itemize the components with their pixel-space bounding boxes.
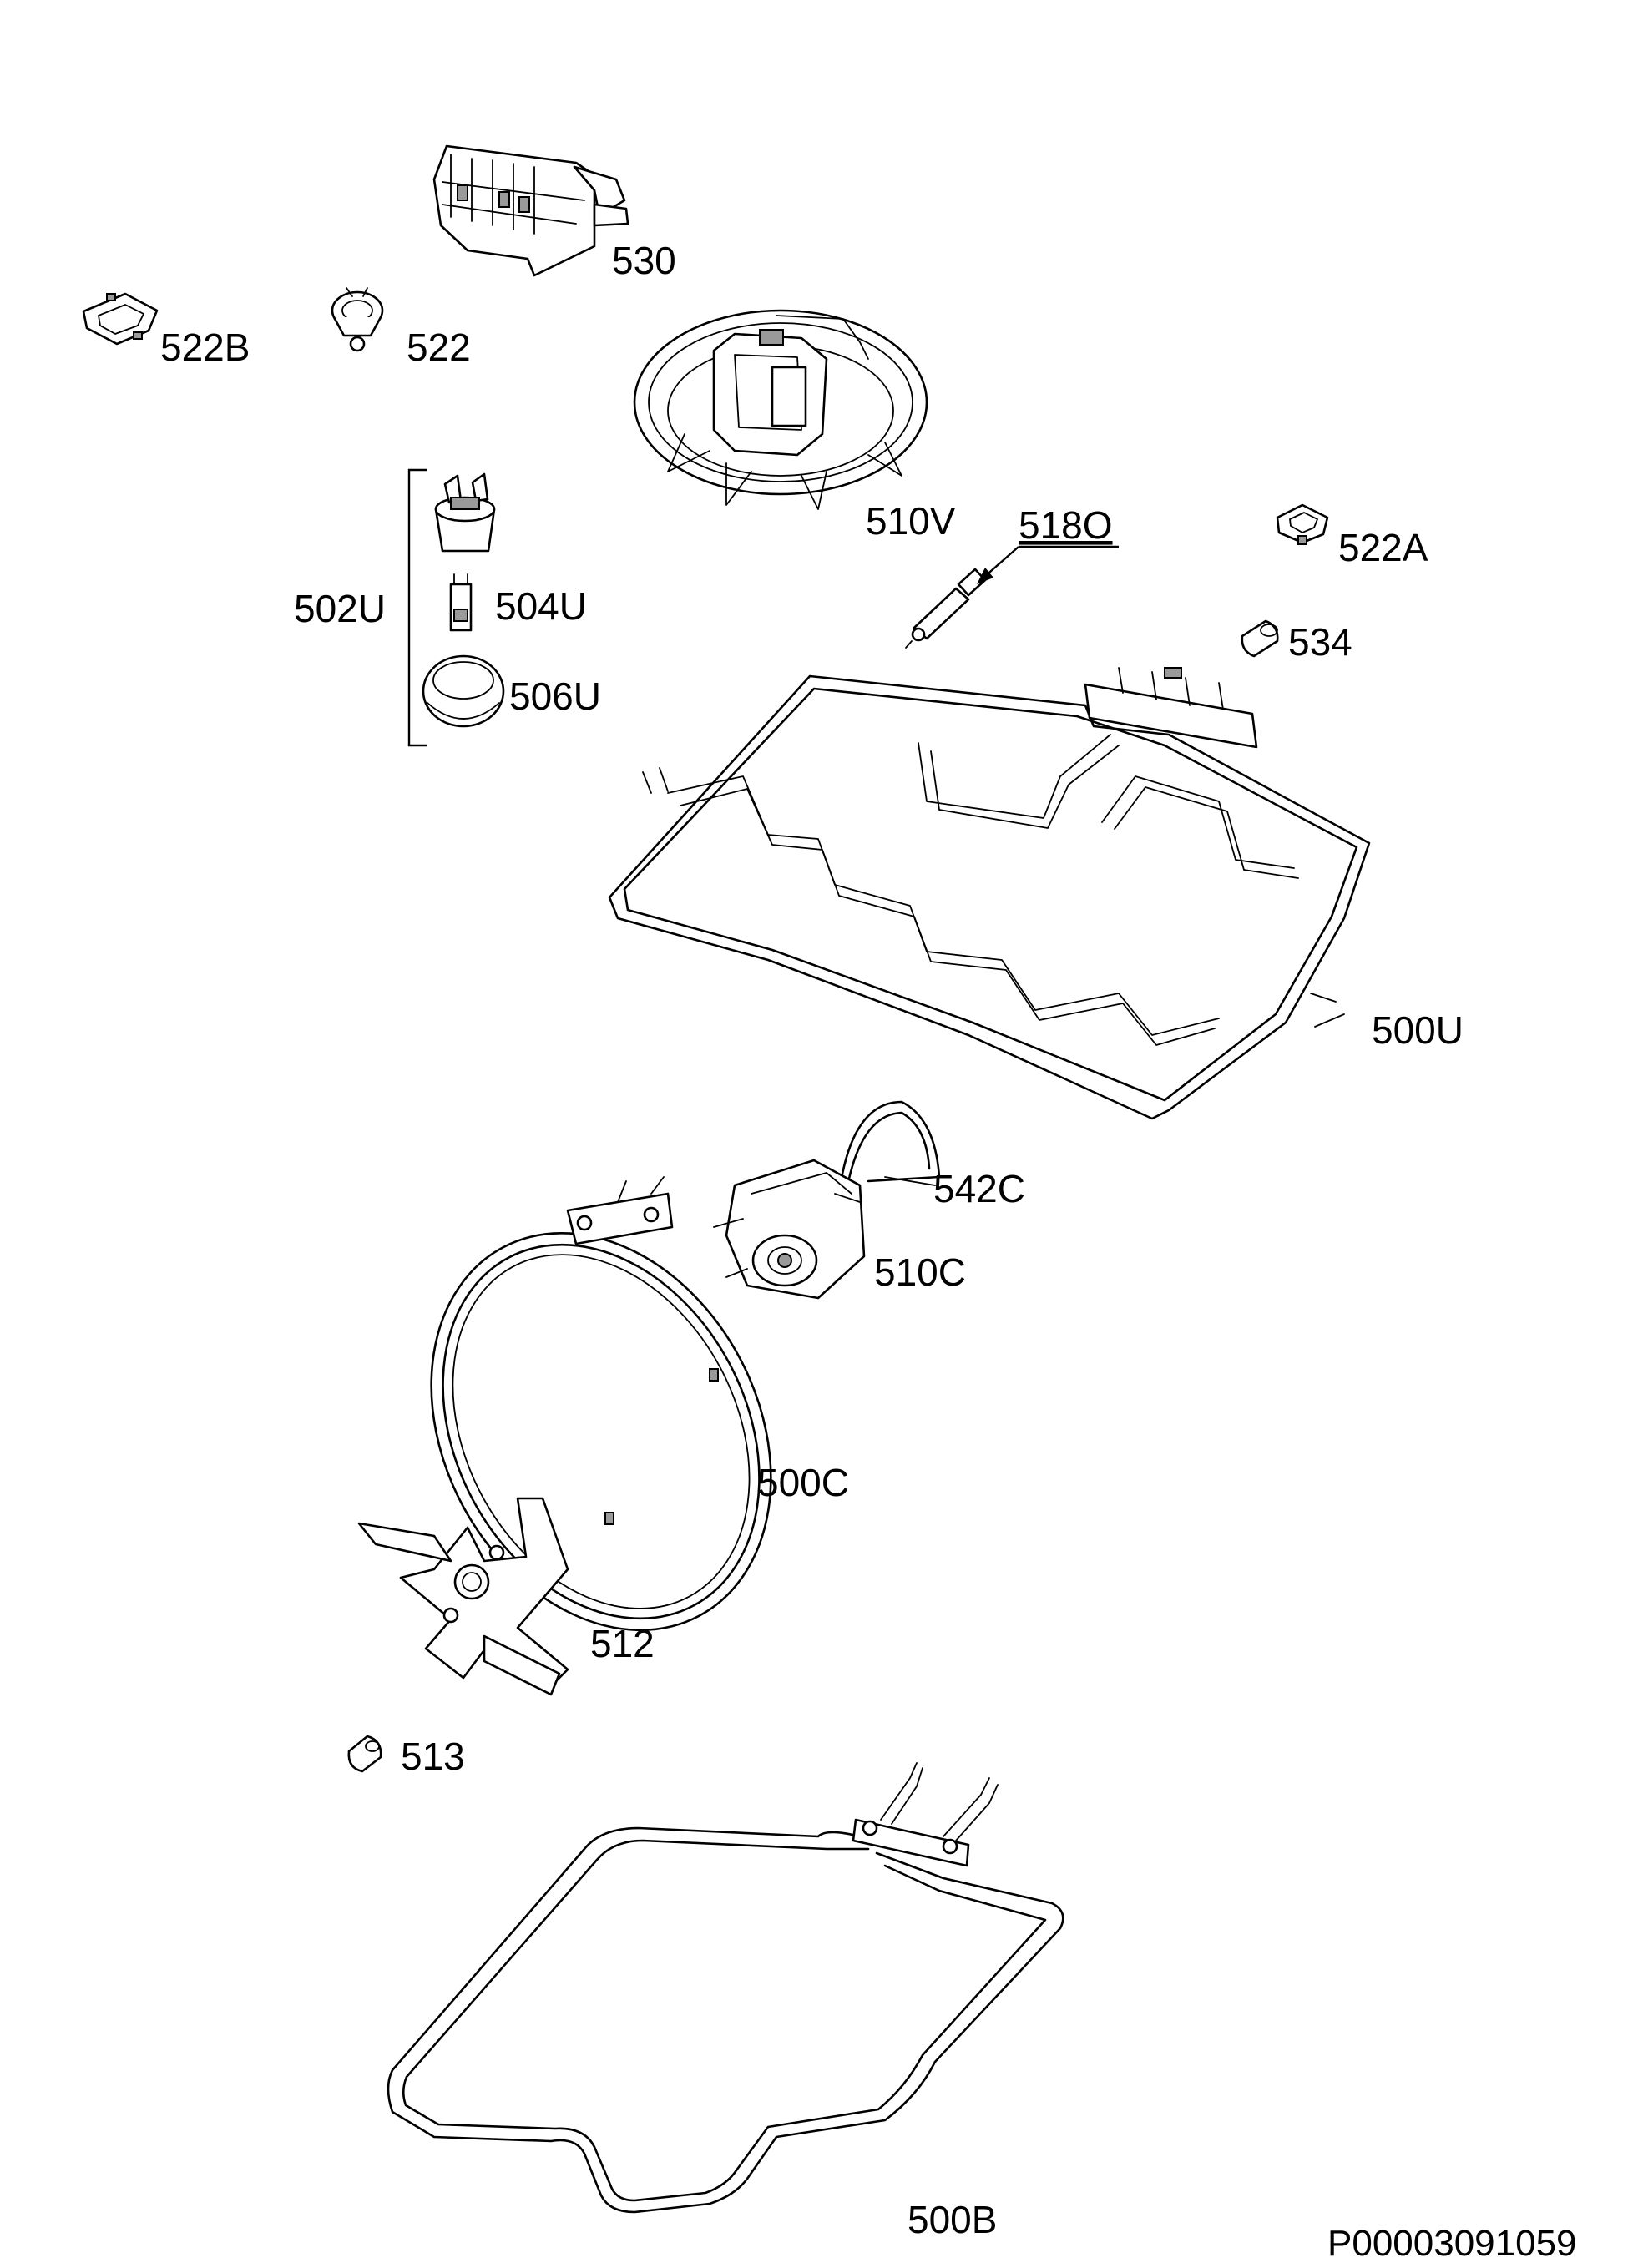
label-502u: 502U xyxy=(294,587,386,630)
label-500c: 500C xyxy=(757,1461,849,1504)
label-506u: 506U xyxy=(509,674,601,718)
label-522a: 522A xyxy=(1338,526,1428,569)
label-542c: 542C xyxy=(933,1167,1025,1210)
label-500u: 500U xyxy=(1372,1008,1464,1052)
label-512: 512 xyxy=(590,1622,655,1665)
part-500c-circular-element xyxy=(430,1176,772,1632)
part-522a-clip xyxy=(1276,503,1329,545)
part-510v-fan-motor xyxy=(633,309,928,510)
label-510v: 510V xyxy=(866,499,956,543)
part-530-terminal-block xyxy=(432,144,629,277)
label-500b: 500B xyxy=(908,2198,997,2241)
part-522b-clip xyxy=(82,292,159,346)
label-504u: 504U xyxy=(495,584,587,628)
label-510c: 510C xyxy=(874,1250,966,1294)
label-534: 534 xyxy=(1288,620,1352,664)
document-id: P00003091059 xyxy=(1327,2223,1577,2264)
part-513-nut xyxy=(347,1735,382,1773)
part-502u-lamp-socket xyxy=(434,472,496,553)
label-518o: 518O xyxy=(1019,503,1113,547)
part-510c-fan-motor xyxy=(713,1159,866,1300)
part-522-holder xyxy=(331,287,384,352)
bracket-502u xyxy=(407,468,427,747)
part-500b-bottom-element xyxy=(387,1762,1064,2214)
part-504u-holder xyxy=(449,573,473,632)
label-522b: 522B xyxy=(160,326,250,369)
part-534-cap xyxy=(1241,619,1279,658)
label-522: 522 xyxy=(407,326,471,369)
part-512-fan-blade xyxy=(357,1497,569,1696)
leader-arrow-518o xyxy=(977,545,1119,584)
label-530: 530 xyxy=(612,239,676,282)
part-518o-sensor xyxy=(905,568,987,649)
part-506u-lamp-cover xyxy=(422,654,505,728)
part-542c-clip xyxy=(779,1100,941,1210)
label-513: 513 xyxy=(401,1735,465,1778)
part-500u-top-element xyxy=(608,667,1371,1120)
